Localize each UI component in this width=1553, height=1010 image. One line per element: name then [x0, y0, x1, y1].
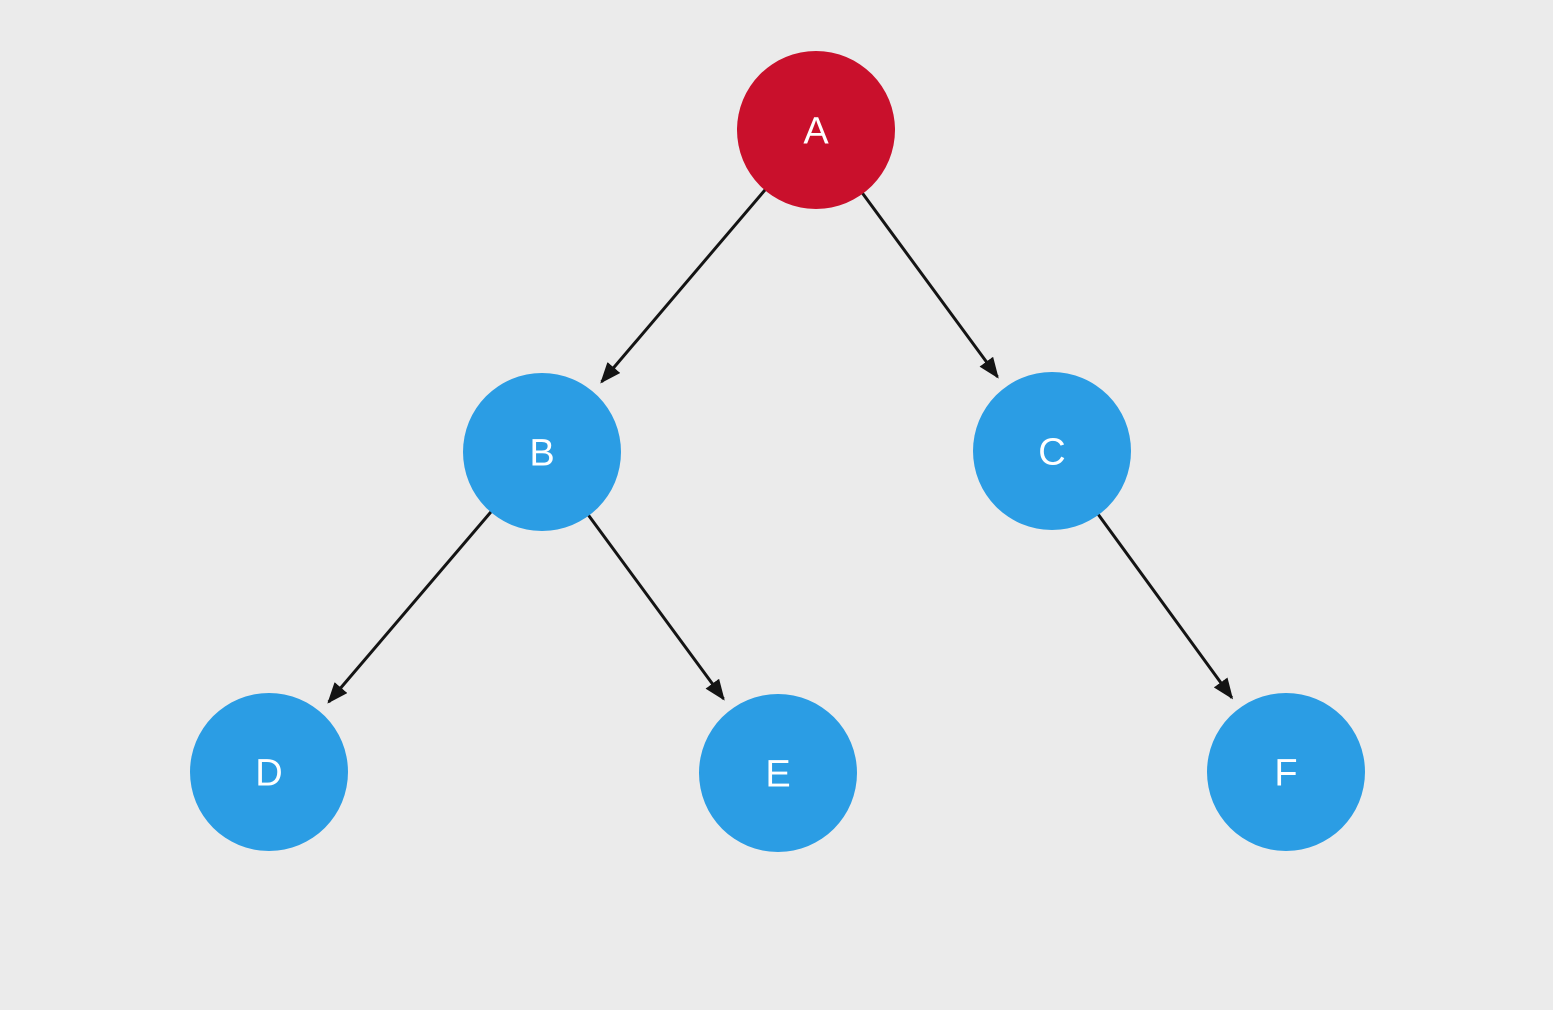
node-circle-C — [973, 372, 1131, 530]
node-label-E: E — [765, 753, 790, 795]
tree-edge-B-D — [327, 508, 495, 704]
tree-node-E[interactable]: E — [699, 694, 857, 852]
node-circle-D — [190, 693, 348, 851]
tree-node-D[interactable]: D — [190, 693, 348, 851]
node-label-D: D — [255, 752, 282, 794]
tree-edge-A-C — [859, 189, 999, 379]
node-label-A: A — [803, 110, 829, 152]
tree-edges — [327, 186, 1234, 704]
node-circle-F — [1207, 693, 1365, 851]
tree-edge-B-E — [585, 511, 725, 701]
tree-node-A[interactable]: A — [737, 51, 895, 209]
node-circle-A — [737, 51, 895, 209]
tree-node-C[interactable]: C — [973, 372, 1131, 530]
tree-edge-A-B — [600, 186, 769, 384]
tree-edge-C-F — [1094, 510, 1234, 700]
node-circle-E — [699, 694, 857, 852]
node-label-F: F — [1274, 752, 1297, 794]
node-label-B: B — [529, 432, 554, 474]
tree-node-B[interactable]: B — [463, 373, 621, 531]
node-circle-B — [463, 373, 621, 531]
tree-nodes: A B C D E F — [190, 51, 1365, 852]
tree-node-F[interactable]: F — [1207, 693, 1365, 851]
node-label-C: C — [1038, 431, 1065, 473]
